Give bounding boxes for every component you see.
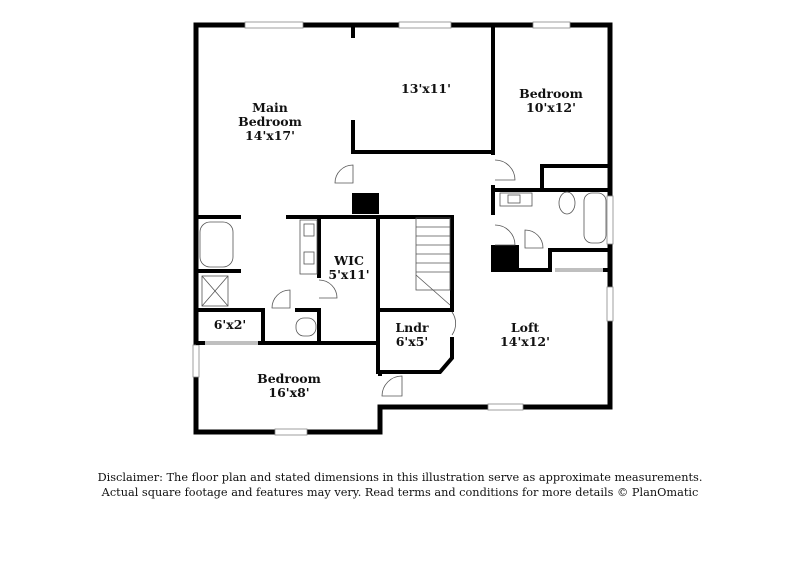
interior-walls bbox=[196, 25, 610, 376]
disclaimer-line-1: Disclaimer: The floor plan and stated di… bbox=[97, 471, 703, 484]
laundry-size: 6'x5' bbox=[396, 334, 429, 349]
main-bedroom-label-line1: Main bbox=[252, 100, 288, 115]
wic-label: WIC bbox=[333, 253, 364, 268]
stairs bbox=[415, 217, 451, 306]
main-bedroom-size: 14'x17' bbox=[245, 128, 295, 143]
fixtures bbox=[199, 159, 607, 397]
doors bbox=[205, 159, 603, 397]
bedroom-ne-label: Bedroom bbox=[519, 86, 583, 101]
loft-label: Loft bbox=[511, 320, 540, 335]
bedroom-ne-size: 10'x12' bbox=[526, 100, 576, 115]
room-13x11-size: 13'x11' bbox=[401, 81, 451, 96]
wic-size: 5'x11' bbox=[328, 267, 369, 282]
exterior-walls bbox=[193, 22, 613, 435]
windows bbox=[192, 21, 614, 436]
room-labels: Main Bedroom 14'x17' 13'x11' Bedroom 10'… bbox=[214, 81, 583, 400]
laundry-label: Lndr bbox=[395, 320, 429, 335]
loft-size: 14'x12' bbox=[500, 334, 550, 349]
closet-6x2-size: 6'x2' bbox=[214, 317, 247, 332]
disclaimer-line-2: Actual square footage and features may v… bbox=[101, 486, 699, 499]
bedroom-sw-size: 16'x8' bbox=[268, 385, 309, 400]
main-bedroom-label-line2: Bedroom bbox=[238, 114, 302, 129]
bedroom-sw-label: Bedroom bbox=[257, 371, 321, 386]
